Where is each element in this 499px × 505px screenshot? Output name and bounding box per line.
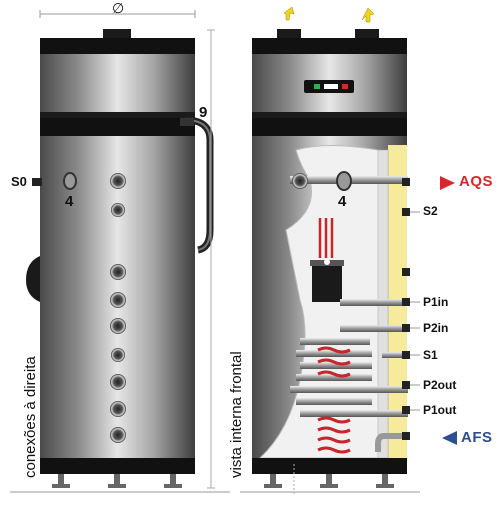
- label-s1: S1: [423, 348, 438, 362]
- left-tank: [10, 10, 230, 493]
- label-four-right: 4: [338, 193, 347, 210]
- label-nine: 9: [199, 104, 208, 121]
- label-aqs: AQS: [459, 173, 494, 190]
- label-p1in: P1in: [423, 295, 449, 309]
- right-tank: [240, 6, 420, 496]
- label-s0: S0: [11, 174, 27, 189]
- caption-left-vertical: conexões à direita: [22, 356, 39, 478]
- afs-arrow: [442, 431, 457, 445]
- caption-right-vertical: vista interna frontal: [228, 351, 245, 478]
- left-ports: [110, 173, 126, 443]
- diameter-symbol: ∅: [112, 0, 125, 16]
- label-four-left: 4: [65, 193, 74, 210]
- coil-pipes: [290, 338, 408, 417]
- label-p2out: P2out: [423, 378, 457, 392]
- label-p2in: P2in: [423, 321, 449, 335]
- label-afs: AFS: [461, 429, 493, 446]
- aqs-arrow: [440, 176, 455, 190]
- label-s2: S2: [423, 204, 438, 218]
- label-p1out: P1out: [423, 403, 457, 417]
